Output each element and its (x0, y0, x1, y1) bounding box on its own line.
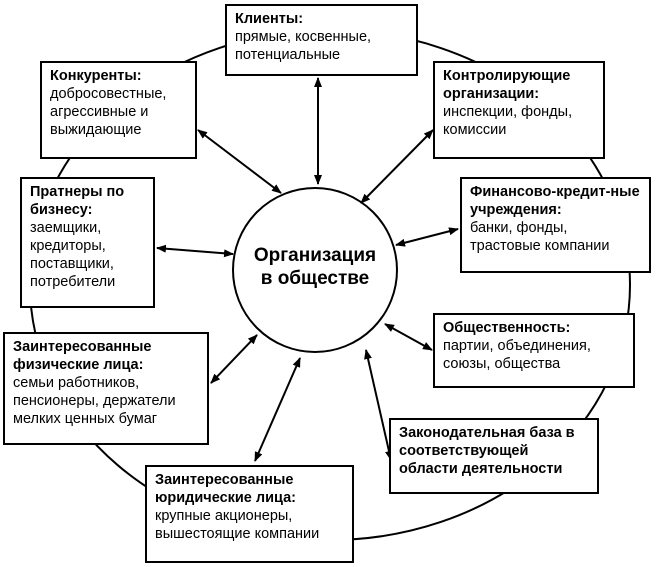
node-body-line: потенциальные (235, 47, 341, 63)
node-title: Клиенты: (235, 11, 304, 27)
node-body-line: кредиторы, (30, 238, 106, 254)
node-legislation: Законодательная база в соответствующей о… (389, 418, 599, 494)
arrow-finance (395, 227, 459, 247)
node-body-line: потребители (30, 274, 116, 290)
node-body-line: комиссии (443, 122, 507, 138)
node-individuals: Заинтересованные физические лица: семьи … (3, 332, 209, 445)
center-label-line-1: Организация (253, 245, 377, 266)
node-partners: Пратнеры по бизнесу: заемщики, кредиторы… (20, 177, 155, 308)
node-title: Контролирующие организации: (443, 68, 571, 102)
node-public: Общественность: партии, объединения, сою… (433, 313, 635, 388)
node-body-line: банки, фонды, (470, 220, 568, 236)
node-body-line: прямые, косвенные, (235, 29, 372, 45)
node-title: Законодательная база в соответствующей о… (399, 425, 575, 477)
node-body-line: заемщики, (30, 220, 102, 236)
node-body-line: семьи работников, (13, 375, 140, 391)
arrow-competitors (197, 129, 282, 194)
node-body-line: инспекции, фонды, (443, 104, 573, 120)
arrow-legal (254, 357, 301, 462)
node-body-line: агрессивные и (50, 104, 149, 120)
node-body-line: мелких ценных бумаг (13, 411, 158, 427)
node-title: Заинтересованные юридические лица: (155, 472, 296, 506)
node-title: Заинтересованные физические лица: (13, 339, 152, 373)
arrow-legislation (364, 349, 393, 461)
node-body-line: поставщики, (30, 256, 114, 272)
arrow-partners (156, 244, 234, 258)
node-legal: Заинтересованные юридические лица: крупн… (145, 465, 354, 563)
node-title: Конкуренты: (50, 68, 142, 84)
arrow-individuals (210, 334, 258, 384)
node-clients: Клиенты: прямые, косвенные, потенциальны… (225, 4, 418, 76)
node-body-line: выжидающие (50, 122, 142, 138)
node-body-line: крупные акционеры, (155, 508, 293, 524)
node-body-line: добросовестные, (50, 86, 167, 102)
node-body-line: пенсионеры, держатели (13, 393, 176, 409)
node-body-line: партии, объединения, (443, 338, 591, 354)
center-circle (232, 187, 398, 353)
node-title: Пратнеры по бизнесу: (30, 184, 125, 218)
node-body-line: союзы, общества (443, 356, 561, 372)
node-body-line: вышестоящие компании (155, 526, 320, 542)
arrow-controlling (360, 129, 434, 204)
node-competitors: Конкуренты: добросовестные, агрессивные … (40, 61, 197, 159)
node-finance: Финансово-кредит-ные учреждения: банки, … (460, 177, 651, 273)
node-title: Финансово-кредит-ные учреждения: (470, 184, 640, 218)
arrow-public (384, 323, 433, 351)
arrow-group (156, 77, 459, 462)
center-label-line-2: в обществе (260, 268, 370, 289)
node-title: Общественность: (443, 320, 571, 336)
center-label: Организация в обществе (238, 244, 392, 290)
node-body-line: трастовые компании (470, 238, 610, 254)
node-controlling: Контролирующие организации: инспекции, ф… (433, 61, 605, 159)
